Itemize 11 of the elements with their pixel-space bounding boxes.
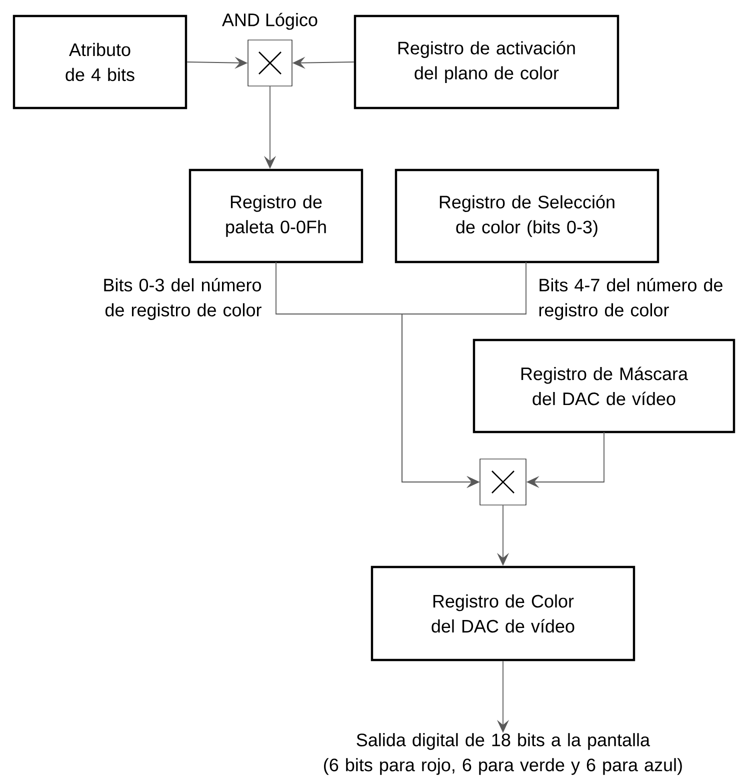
gate-label: AND Lógico <box>222 12 318 30</box>
bits-label: Bits 0-3 del número de registro de color <box>104 278 262 320</box>
register-box: Registro de Selección de color (bits 0-3) <box>394 168 660 264</box>
multiplier-box <box>480 458 526 506</box>
output-text: Salida digital de 18 bits a la pantalla (6 bits para rojo, 6 para verde y 6 para azul) <box>324 733 682 775</box>
register-box: Registro de paleta 0-0Fh <box>188 168 364 264</box>
register-box: Registro de Máscara del DAC de vídeo <box>472 338 736 434</box>
register-box: Registro de Color del DAC de vídeo <box>370 566 636 662</box>
register-box: Registro de activación del plano de color <box>354 14 620 110</box>
register-box: Atributo de 4 bits <box>12 14 188 110</box>
bits-label: Bits 4-7 del número de registro de color <box>539 278 722 320</box>
